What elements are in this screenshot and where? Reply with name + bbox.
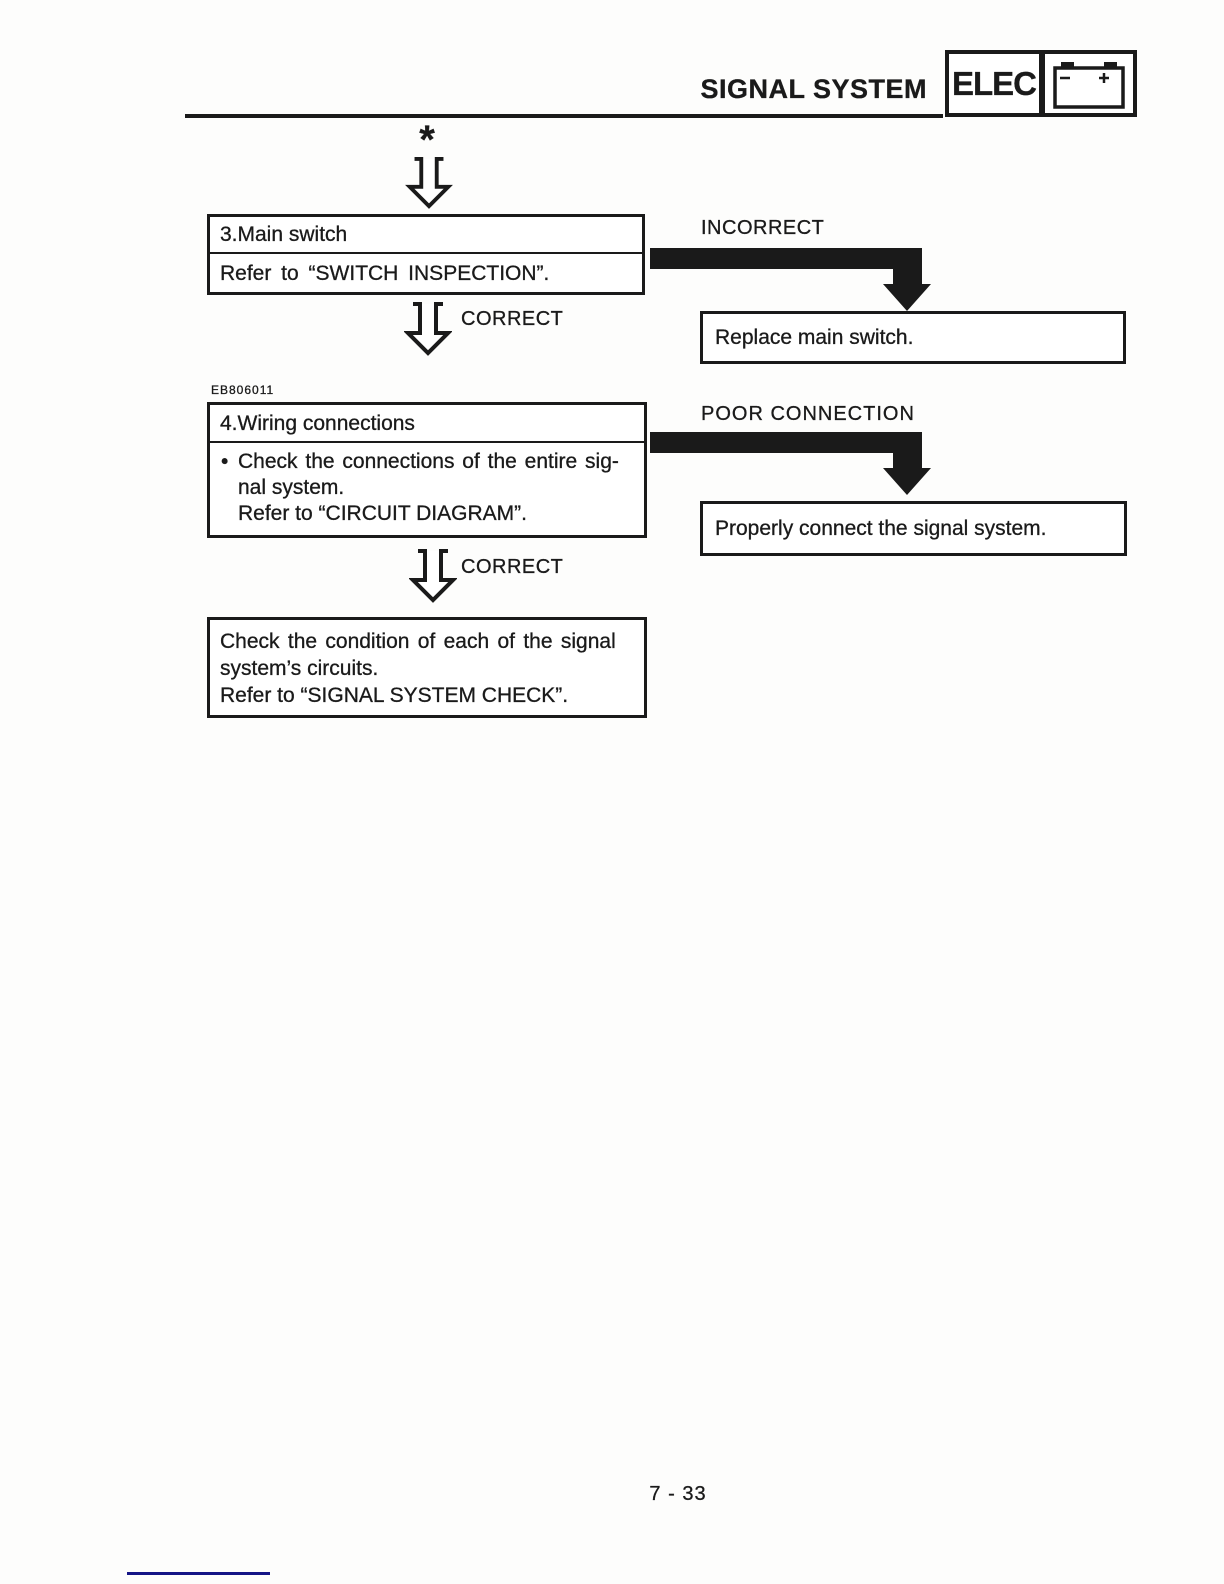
body-line: Check the connections of the entire sig- <box>238 450 619 473</box>
flow-box-main-switch-body: Refer to “SWITCH INSPECTION”. <box>220 262 550 285</box>
result-line: Refer to “SIGNAL SYSTEM CHECK”. <box>220 684 569 707</box>
elbow-arrow-icon <box>650 248 931 311</box>
elbow-arrow-icon <box>650 432 931 495</box>
incorrect-label: INCORRECT <box>701 217 825 239</box>
body-line: nal system. <box>238 476 345 499</box>
action-box-connect-text: Properly connect the signal system. <box>715 516 1047 540</box>
page-number: 7 - 33 <box>649 1483 707 1505</box>
result-line: Check the condition of each of the signa… <box>220 630 616 653</box>
down-arrow-icon <box>409 549 457 603</box>
correct-label: CORRECT <box>461 308 564 330</box>
section-tab-battery <box>1041 50 1137 117</box>
page-title: SIGNAL SYSTEM <box>700 74 927 104</box>
correct-label: CORRECT <box>461 556 564 578</box>
result-box-signal-system-check: Check the condition of each of the signa… <box>207 617 647 718</box>
bullet-icon: • <box>221 450 229 473</box>
flow-box-wiring-title: 4.Wiring connections <box>210 405 644 443</box>
flow-box-wiring-body: • Check the connections of the entire si… <box>210 443 644 527</box>
action-box-connect-signal-system: Properly connect the signal system. <box>700 501 1127 556</box>
battery-icon <box>1053 61 1125 109</box>
code-label: EB806011 <box>211 383 275 397</box>
header-rule <box>185 114 943 118</box>
section-tab-label: ELEC <box>951 64 1037 102</box>
footer-accent-line <box>127 1572 270 1575</box>
action-box-replace-main-switch: Replace main switch. <box>700 311 1126 364</box>
result-line: system’s circuits. <box>220 657 379 680</box>
entry-asterisk: * <box>419 118 435 162</box>
flow-box-wiring-connections: 4.Wiring connections • Check the connect… <box>207 402 647 538</box>
section-tab-elec: ELEC <box>945 50 1043 117</box>
action-box-replace-text: Replace main switch. <box>715 325 914 349</box>
poor-connection-label: POOR CONNECTION <box>701 403 915 425</box>
down-arrow-icon <box>405 156 453 209</box>
flow-box-main-switch-title: 3.Main switch <box>210 217 642 254</box>
down-arrow-icon <box>404 302 452 356</box>
body-line: Refer to “CIRCUIT DIAGRAM”. <box>238 502 527 525</box>
flow-box-main-switch: 3.Main switch Refer to “SWITCH INSPECTIO… <box>207 214 645 295</box>
